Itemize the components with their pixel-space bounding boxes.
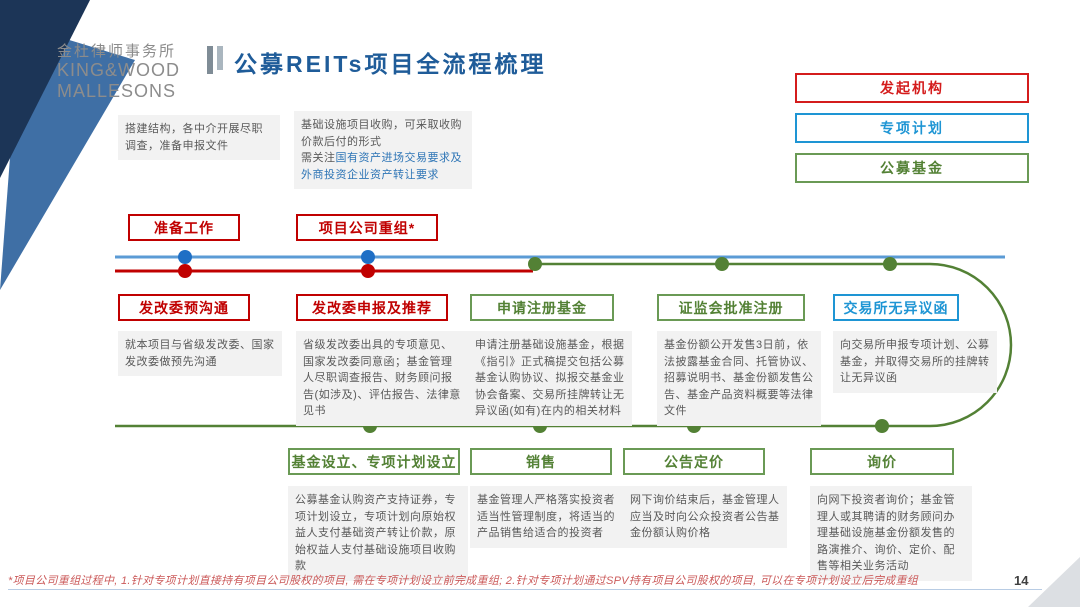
desc-csrc-approval: 基金份额公开发售3日前，依法披露基金合同、托管协议、招募说明书、基金份额发售公告…: [657, 331, 821, 426]
desc-ndrc-pre-communication: 就本项目与省级发改委、国家发改委做预先沟通: [118, 331, 282, 376]
stage-price-announcement: 公告定价: [623, 448, 765, 475]
stage-price-inquiry: 询价: [810, 448, 954, 475]
stage-csrc-approval: 证监会批准注册: [657, 294, 805, 321]
red-node-prep: [178, 264, 192, 278]
desc-preparation: 搭建结构，各中介开展尽职调查，准备申报文件: [118, 115, 280, 160]
green-node-apply: [528, 257, 542, 271]
stage-ndrc-filing-recommendation: 发改委申报及推荐: [296, 294, 448, 321]
logo-english-line1: KING&WOOD: [57, 60, 181, 80]
desc-exchange-no-objection-letter: 向交易所申报专项计划、公募基金，并取得交易所的挂牌转让无异议函: [833, 331, 997, 393]
title-bars-icon: [207, 46, 227, 74]
legend-public-fund: 公募基金: [795, 153, 1029, 183]
corner-decoration-bottom-right: [1028, 557, 1080, 607]
blue-node-prep: [178, 250, 192, 264]
stage-fund-registration-application: 申请注册基金: [470, 294, 614, 321]
footnote: *项目公司重组过程中, 1.针对专项计划直接持有项目公司股权的项目, 需在专项计…: [8, 575, 919, 587]
stage-preparation: 准备工作: [128, 214, 240, 241]
green-node-exchange: [883, 257, 897, 271]
corner-triangle-dark: [0, 0, 90, 178]
legend-sponsor: 发起机构: [795, 73, 1029, 103]
desc-price-inquiry: 向网下投资者询价；基金管理人或其聘请的财务顾问办理基础设施基金份额发售的路演推介…: [810, 486, 972, 581]
green-timeline: [115, 262, 1013, 428]
stage-exchange-no-objection-letter: 交易所无异议函: [833, 294, 959, 321]
page-title: 公募REITs项目全流程梳理: [234, 51, 547, 77]
desc-reorg-prefix: 需关注: [301, 152, 336, 164]
desc-ndrc-filing-recommendation: 省级发改委出具的专项意见、国家发改委同意函；基金管理人尽职调查报告、财务顾问报告…: [296, 331, 470, 426]
desc-reorganization: 基础设施项目收购，可采取收购价款后付的形式 需关注国有资产进场交易要求及外商投资…: [294, 111, 472, 189]
stage-sale: 销售: [470, 448, 612, 475]
stage-company-reorganization: 项目公司重组*: [296, 214, 438, 241]
red-node-reorg: [361, 264, 375, 278]
title-bar-dark: [207, 46, 213, 74]
footer-divider: [8, 589, 1042, 590]
desc-sale: 基金管理人严格落实投资者适当性管理制度，将适当的产品销售给适合的投资者: [470, 486, 632, 548]
corner-flag-decoration: [0, 0, 135, 290]
page-number: 14: [1014, 573, 1029, 588]
logo-chinese-name: 金杜律师事务所: [57, 43, 177, 60]
grey-corner-triangle: [1028, 557, 1080, 607]
blue-node-reorg: [361, 250, 375, 264]
logo-english-line2: MALLESONS: [57, 81, 177, 101]
desc-price-announcement: 网下询价结束后，基金管理人应当及时向公众投资者公告基金份额认购价格: [623, 486, 787, 548]
stage-fund-and-plan-setup: 基金设立、专项计划设立: [288, 448, 460, 475]
green-node-inquiry: [875, 419, 889, 433]
stage-ndrc-pre-communication: 发改委预沟通: [118, 294, 250, 321]
desc-reorg-highlight: 国有资产进场交易要求及外商投资企业资产转让要求: [301, 152, 462, 181]
green-node-csrc: [715, 257, 729, 271]
desc-fund-and-plan-setup: 公募基金认购资产支持证券，专项计划设立，专项计划向原始权益人支付基础资产转让价款…: [288, 486, 468, 581]
legend-special-plan: 专项计划: [795, 113, 1029, 143]
title-bar-light: [217, 46, 223, 70]
desc-reorg-line1: 基础设施项目收购，可采取收购价款后付的形式: [301, 119, 462, 148]
desc-fund-registration-application: 申请注册基础设施基金，根据《指引》正式稿提交包括公募基金认购协议、拟报交基金业协…: [468, 331, 632, 426]
